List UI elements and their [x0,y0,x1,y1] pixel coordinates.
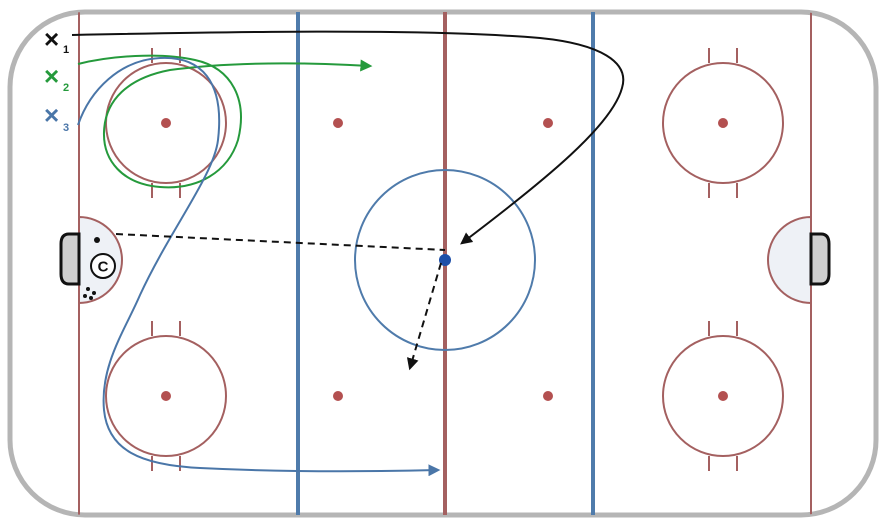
puck-pile [83,237,100,300]
right-net [809,232,831,286]
faceoff-circle-right-bottom [662,321,784,471]
neutral-dot-left-bottom [333,391,343,401]
player-1-number: 1 [63,44,69,56]
center-faceoff-dot [439,254,451,266]
right-goal-crease [767,215,812,305]
player-1-skate-path [71,30,625,245]
faceoff-dot-left-bottom [161,391,171,401]
player-3-x-icon: × [44,100,59,130]
faceoff-dot-left-top [161,118,171,128]
neutral-dot-right-bottom [543,391,553,401]
pass-line-coach-to-center [115,233,446,251]
left-net [59,232,81,286]
player-2-marker: × 2 [44,61,69,94]
coach-label: C [98,259,109,276]
coach-marker: C [90,253,116,279]
player-3-marker: × 3 [44,100,69,134]
faceoff-circle-left-bottom [105,321,227,471]
faceoff-circle-right-top [662,48,784,198]
player-2-number: 2 [63,82,69,94]
faceoff-dot-right-bottom [718,391,728,401]
player-2-x-icon: × [44,61,59,91]
player-1-x-icon: × [44,24,59,54]
player-3-number: 3 [63,122,69,134]
center-circle [354,169,536,351]
faceoff-dot-right-top [718,118,728,128]
pass-line-center-to-zone [406,262,442,371]
neutral-dot-right-top [543,118,553,128]
player-2-skate-path [77,54,373,189]
faceoff-circle-left-top [105,48,227,198]
player-3-skate-path [77,56,441,477]
neutral-dot-left-top [333,118,343,128]
player-1-marker: × 1 [44,24,69,56]
